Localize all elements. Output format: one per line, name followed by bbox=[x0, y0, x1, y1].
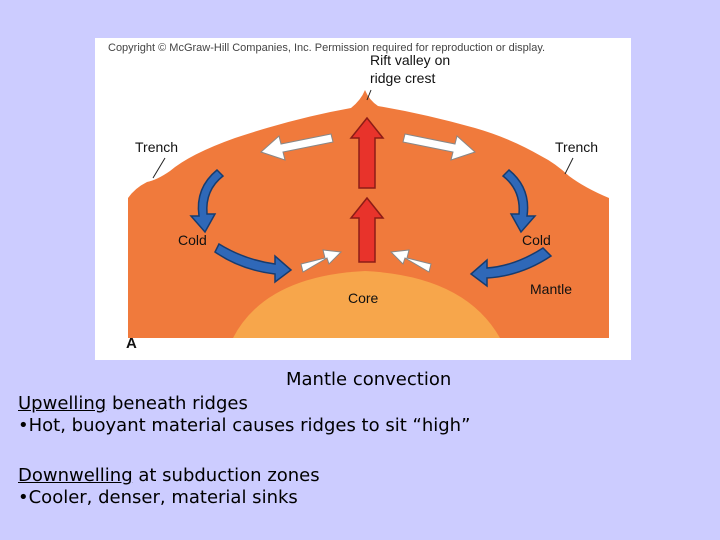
upwelling-term: Upwelling bbox=[18, 393, 107, 414]
downwelling-block: Downwelling at subduction zones •Cooler,… bbox=[18, 465, 320, 509]
upwelling-arrow-upper bbox=[349, 116, 385, 189]
mantle-convection-figure: Copyright © McGraw-Hill Companies, Inc. … bbox=[95, 38, 631, 360]
diagram-svg: Copyright © McGraw-Hill Companies, Inc. … bbox=[108, 42, 609, 352]
downwelling-bullet: •Cooler, denser, material sinks bbox=[18, 487, 298, 508]
lateral-arrow-top-right bbox=[402, 133, 476, 161]
downwelling-term: Downwelling bbox=[18, 465, 133, 486]
downwelling-rest: at subduction zones bbox=[132, 465, 320, 486]
mantle-label: Mantle bbox=[530, 281, 572, 297]
upwelling-bullet: •Hot, buoyant material causes ridges to … bbox=[18, 415, 471, 436]
core-label: Core bbox=[348, 290, 379, 306]
cold-left-label: Cold bbox=[178, 232, 207, 248]
core-region bbox=[233, 271, 500, 338]
upwelling-block: Upwelling beneath ridges •Hot, buoyant m… bbox=[18, 393, 470, 437]
trench-right-label: Trench bbox=[555, 139, 598, 155]
trench-right-pointer-line bbox=[564, 157, 574, 175]
downwelling-arrow-left-upper bbox=[189, 168, 225, 234]
upwelling-heading: Upwelling beneath ridges bbox=[18, 393, 470, 415]
trench-left-label: Trench bbox=[135, 139, 178, 155]
cold-right-label: Cold bbox=[522, 232, 551, 248]
panel-label: A bbox=[126, 335, 137, 352]
trench-left-pointer-line bbox=[152, 157, 166, 179]
upwelling-rest: beneath ridges bbox=[106, 393, 248, 414]
rift-pointer-line bbox=[366, 89, 372, 101]
copyright-text: Copyright © McGraw-Hill Companies, Inc. … bbox=[108, 42, 545, 54]
lateral-arrow-bottom-left bbox=[300, 249, 343, 273]
figure-caption: Mantle convection bbox=[286, 369, 452, 390]
upwelling-arrow-lower bbox=[349, 196, 385, 263]
lateral-arrow-bottom-right bbox=[389, 249, 432, 273]
rift-valley-label-line1: Rift valley on bbox=[370, 52, 450, 68]
downwelling-arrow-right-upper bbox=[501, 168, 537, 234]
downwelling-heading: Downwelling at subduction zones bbox=[18, 465, 320, 487]
downwelling-arrow-left-lower bbox=[214, 242, 293, 284]
downwelling-arrow-right-lower bbox=[469, 247, 553, 288]
rift-valley-label-line2: ridge crest bbox=[370, 70, 435, 86]
lateral-arrow-top-left bbox=[260, 133, 334, 161]
